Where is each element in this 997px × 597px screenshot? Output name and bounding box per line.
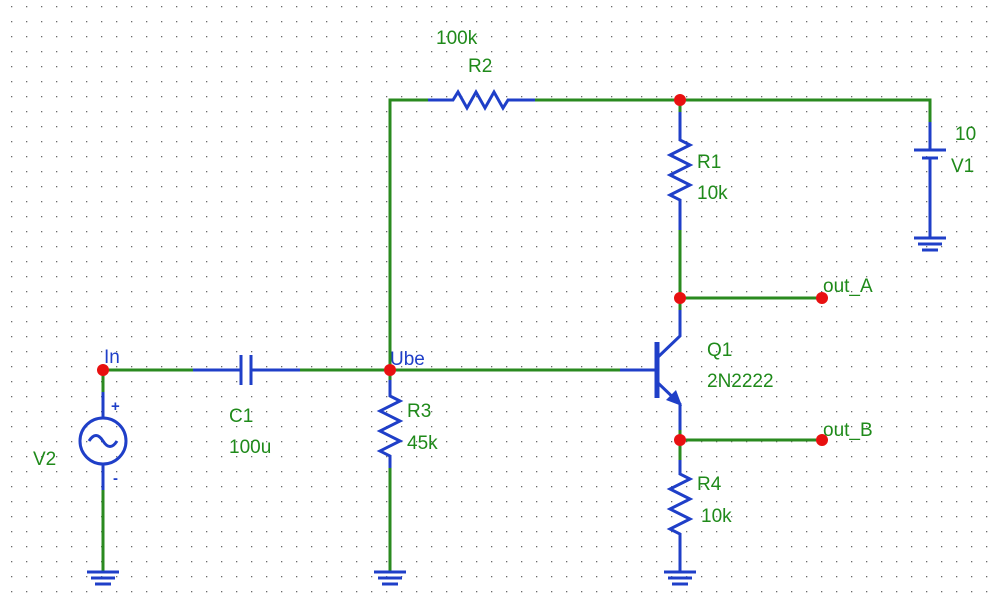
nodes bbox=[97, 94, 828, 446]
r1-value-label: 10k bbox=[697, 183, 728, 204]
dc-source-v1[interactable] bbox=[914, 122, 946, 238]
wire-base-to-r2[interactable] bbox=[388, 98, 430, 372]
node-out-b[interactable] bbox=[816, 434, 828, 446]
capacitor-c1[interactable] bbox=[193, 355, 300, 385]
ground-symbol-r3 bbox=[374, 570, 406, 586]
r4-name-label: R4 bbox=[697, 474, 722, 495]
v2-minus-sign: - bbox=[113, 470, 118, 487]
node-collector[interactable] bbox=[674, 292, 686, 304]
ac-source-v2[interactable] bbox=[78, 392, 128, 490]
ground-symbol-v2 bbox=[87, 570, 119, 586]
r4-value-label: 10k bbox=[701, 506, 732, 527]
r3-value-label: 45k bbox=[407, 433, 438, 454]
q1-value-label: 2N2222 bbox=[707, 371, 774, 392]
labels: 100k R2 R1 10k 10 V1 out_A out_B Q1 2N22… bbox=[33, 28, 976, 527]
ground-symbol-r4 bbox=[664, 570, 696, 586]
q1-name-label: Q1 bbox=[707, 340, 732, 361]
r2-value-label: 100k bbox=[436, 28, 478, 49]
node-in[interactable] bbox=[97, 364, 109, 376]
resistor-r4[interactable] bbox=[666, 460, 694, 572]
v2-plus-sign: + bbox=[111, 398, 120, 415]
r3-name-label: R3 bbox=[407, 401, 431, 422]
in-net-label: In bbox=[104, 347, 120, 368]
resistor-r2[interactable] bbox=[428, 88, 535, 112]
r1-name-label: R1 bbox=[697, 152, 721, 173]
node-base[interactable] bbox=[384, 364, 396, 376]
resistor-r3[interactable] bbox=[376, 380, 404, 468]
v1-value-label: 10 bbox=[955, 124, 976, 145]
c1-value-label: 100u bbox=[229, 437, 271, 458]
ube-net-label: Ube bbox=[390, 349, 425, 370]
node-out-a[interactable] bbox=[816, 292, 828, 304]
npn-transistor-q1[interactable] bbox=[620, 310, 682, 430]
v2-name-label: V2 bbox=[33, 449, 56, 470]
out-b-label: out_B bbox=[823, 420, 873, 441]
node-rail[interactable] bbox=[674, 94, 686, 106]
wire-supply-rail[interactable] bbox=[533, 98, 932, 124]
c1-name-label: C1 bbox=[229, 406, 253, 427]
out-a-label: out_A bbox=[823, 276, 873, 297]
r2-name-label: R2 bbox=[468, 56, 492, 77]
v1-name-label: V1 bbox=[951, 156, 974, 177]
ground-symbol-v1 bbox=[914, 236, 946, 252]
resistor-r1[interactable] bbox=[666, 112, 694, 230]
node-emitter[interactable] bbox=[674, 434, 686, 446]
